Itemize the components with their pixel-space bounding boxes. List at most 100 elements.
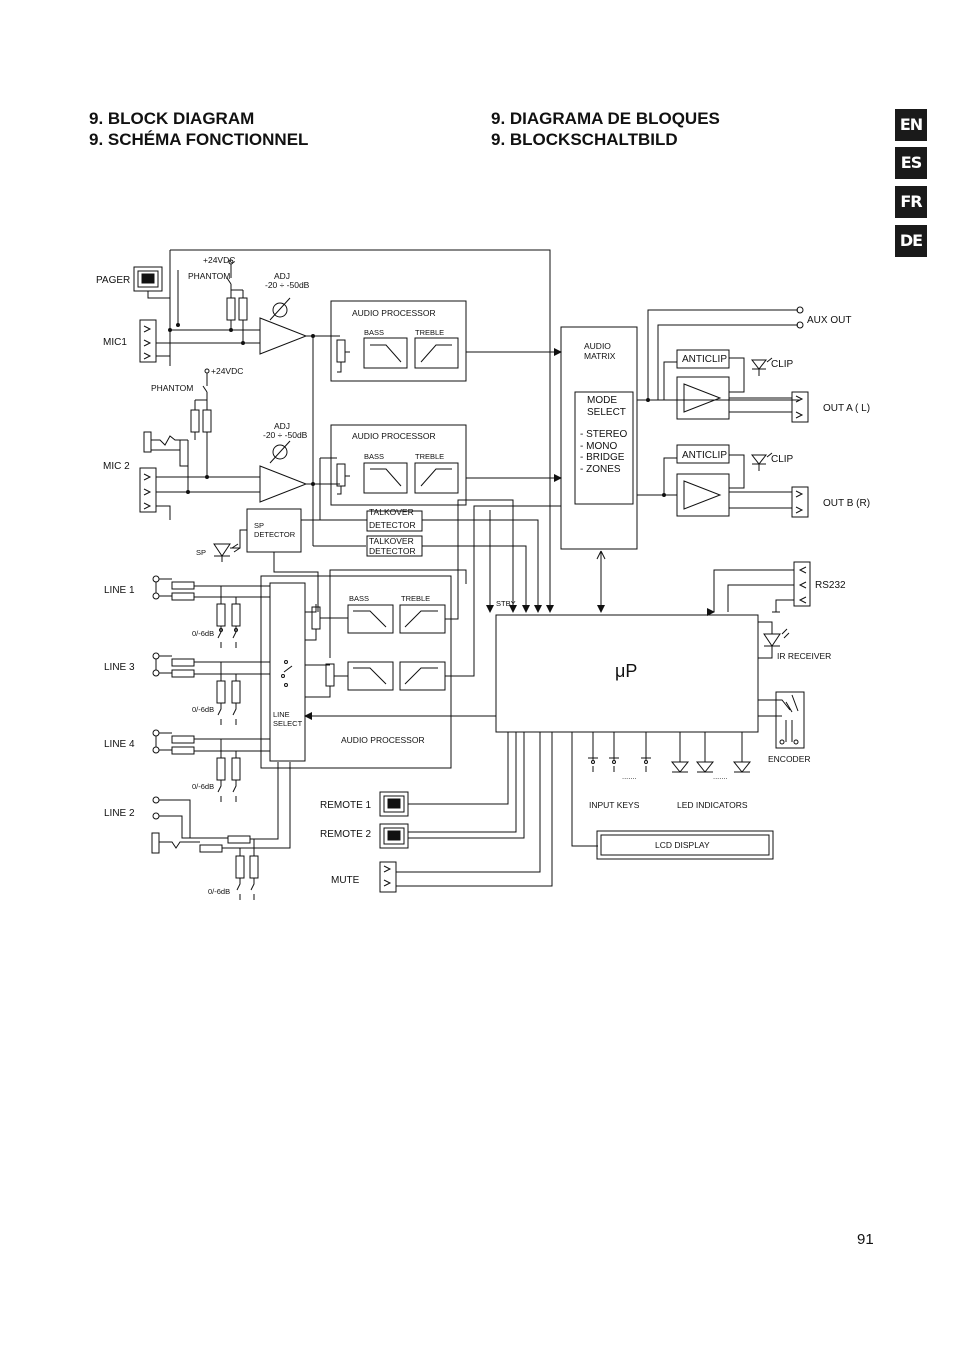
attenuator-line2: 0/-6dB [208,887,230,896]
encoder-box [775,691,805,749]
adj2-label: ADJ [274,421,290,431]
bass-2-label: BASS [364,452,384,461]
line-select-line1: LINE [273,710,290,719]
mic1-preamp-icon [259,297,308,355]
line2-label: LINE 2 [104,808,135,819]
audio-processor-1-box [330,300,467,382]
lcd-display-label: LCD DISPLAY [655,840,710,850]
line3-label: LINE 3 [104,662,135,673]
rs232-connector-icon [793,561,811,607]
anticlip-b-box [676,444,730,464]
attenuator-line1: 0/-6dB [192,629,214,638]
line1-label: LINE 1 [104,585,135,596]
adj1-range: -20 ÷ -50dB [265,280,310,290]
heading-right: 9. DIAGRAMA DE BLOQUES 9. BLOCKSCHALTBIL… [491,108,720,150]
rs232-label: RS232 [815,580,846,591]
sp-detector-line2: DETECTOR [254,530,296,539]
pager-connector-icon [133,266,163,292]
bass-1-label: BASS [364,328,384,337]
anticlip-a-label: ANTICLIP [682,354,727,365]
mute-label: MUTE [331,875,360,886]
line2-connector-icon [151,796,160,854]
talkover-1-line1: TALKOVER [369,507,414,517]
mute-connector-icon [379,861,397,893]
anticlip-b-label: ANTICLIP [682,450,727,461]
mode-mono: - MONO [580,441,617,452]
lang-tab-en[interactable]: EN [895,109,927,141]
talkover-1-line2: DETECTOR [369,520,416,530]
heading-left: 9. BLOCK DIAGRAM 9. SCHÉMA FONCTIONNEL [89,108,308,150]
treble-3-label: TREBLE [401,594,430,603]
out-b-connector-icon [791,486,809,518]
phantom2-label: PHANTOM [151,383,193,393]
mic2-jack-icon [143,431,188,466]
treble-1-label: TREBLE [415,328,444,337]
stby-label: STBY [496,599,516,608]
lang-tab-de[interactable]: DE [895,225,927,257]
adj2-range: -20 ÷ -50dB [263,430,308,440]
heading-en: 9. BLOCK DIAGRAM [89,109,255,128]
line-processor-box [260,575,452,769]
adj1-label: ADJ [274,271,290,281]
talkover-detector-1-box [366,510,423,532]
heading-de: 9. BLOCKSCHALTBILD [491,130,678,149]
mic1-xlr-connector-icon [139,319,157,363]
pager-label: PAGER [96,275,130,286]
heading-es: 9. DIAGRAMA DE BLOQUES [491,109,720,128]
audio-matrix-line2: MATRIX [584,351,616,361]
amp-b-icon [683,480,722,510]
microprocessor-box [495,614,759,733]
encoder-label: ENCODER [768,754,811,764]
audio-matrix-line1: AUDIO [584,341,611,351]
line-select-line2: SELECT [273,719,303,728]
lang-tab-es[interactable]: ES [895,147,927,179]
audio-processor-1-label: AUDIO PROCESSOR [352,308,436,318]
line4-label: LINE 4 [104,739,135,750]
audio-matrix-box [560,326,638,550]
anticlip-a-box [676,349,730,369]
out-b-label: OUT B (R) [823,498,870,509]
microprocessor-label: μP [615,661,637,681]
remote2-label: REMOTE 2 [320,829,372,840]
remote1-label: REMOTE 1 [320,800,372,811]
treble-2-label: TREBLE [415,452,444,461]
remote1-connector-icon [379,791,409,817]
amp-a-icon [683,383,722,413]
page-number: 91 [857,1231,874,1248]
remote2-connector-icon [379,823,409,849]
mic2-preamp-icon [259,440,308,503]
talkover-2-line1: TALKOVER [369,536,414,546]
bass-3-label: BASS [349,594,369,603]
input-keys-ellipsis: ....... [622,772,637,781]
led-ellipsis: ....... [713,772,728,781]
lcd-display-box [596,830,774,860]
lang-tab-fr[interactable]: FR [895,186,927,218]
sp-detector-line1: SP [254,521,264,530]
talkover-2-line2: DETECTOR [369,546,416,556]
out-a-label: OUT A ( L) [823,403,870,414]
clip-b-label: CLIP [771,454,794,465]
mic2-xlr-connector-icon [139,467,157,513]
phantom1-label: PHANTOM [188,271,230,281]
mic2-label: MIC 2 [103,461,130,472]
clip-a-label: CLIP [771,359,794,370]
vdc1-label: +24VDC [203,255,235,265]
heading-fr: 9. SCHÉMA FONCTIONNEL [89,130,309,149]
mic1-label: MIC1 [103,337,127,348]
mode-bridge: - BRIDGE [580,452,625,463]
sp-label: SP [196,548,206,557]
ir-receiver-label: IR RECEIVER [777,651,831,661]
mode-stereo: - STEREO [580,429,627,440]
vdc2-label: +24VDC [211,366,243,376]
audio-processor-2-label: AUDIO PROCESSOR [352,431,436,441]
sp-led-icon [213,543,241,562]
input-keys-label: INPUT KEYS [589,800,640,810]
mode-select-box [574,391,634,505]
mode-select-line1: MODE [587,395,617,406]
attenuator-line3: 0/-6dB [192,705,214,714]
mode-zones: - ZONES [580,464,621,475]
attenuator-line4: 0/-6dB [192,782,214,791]
audio-processor-2-box [330,424,467,506]
mode-select-line2: SELECT [587,407,626,418]
